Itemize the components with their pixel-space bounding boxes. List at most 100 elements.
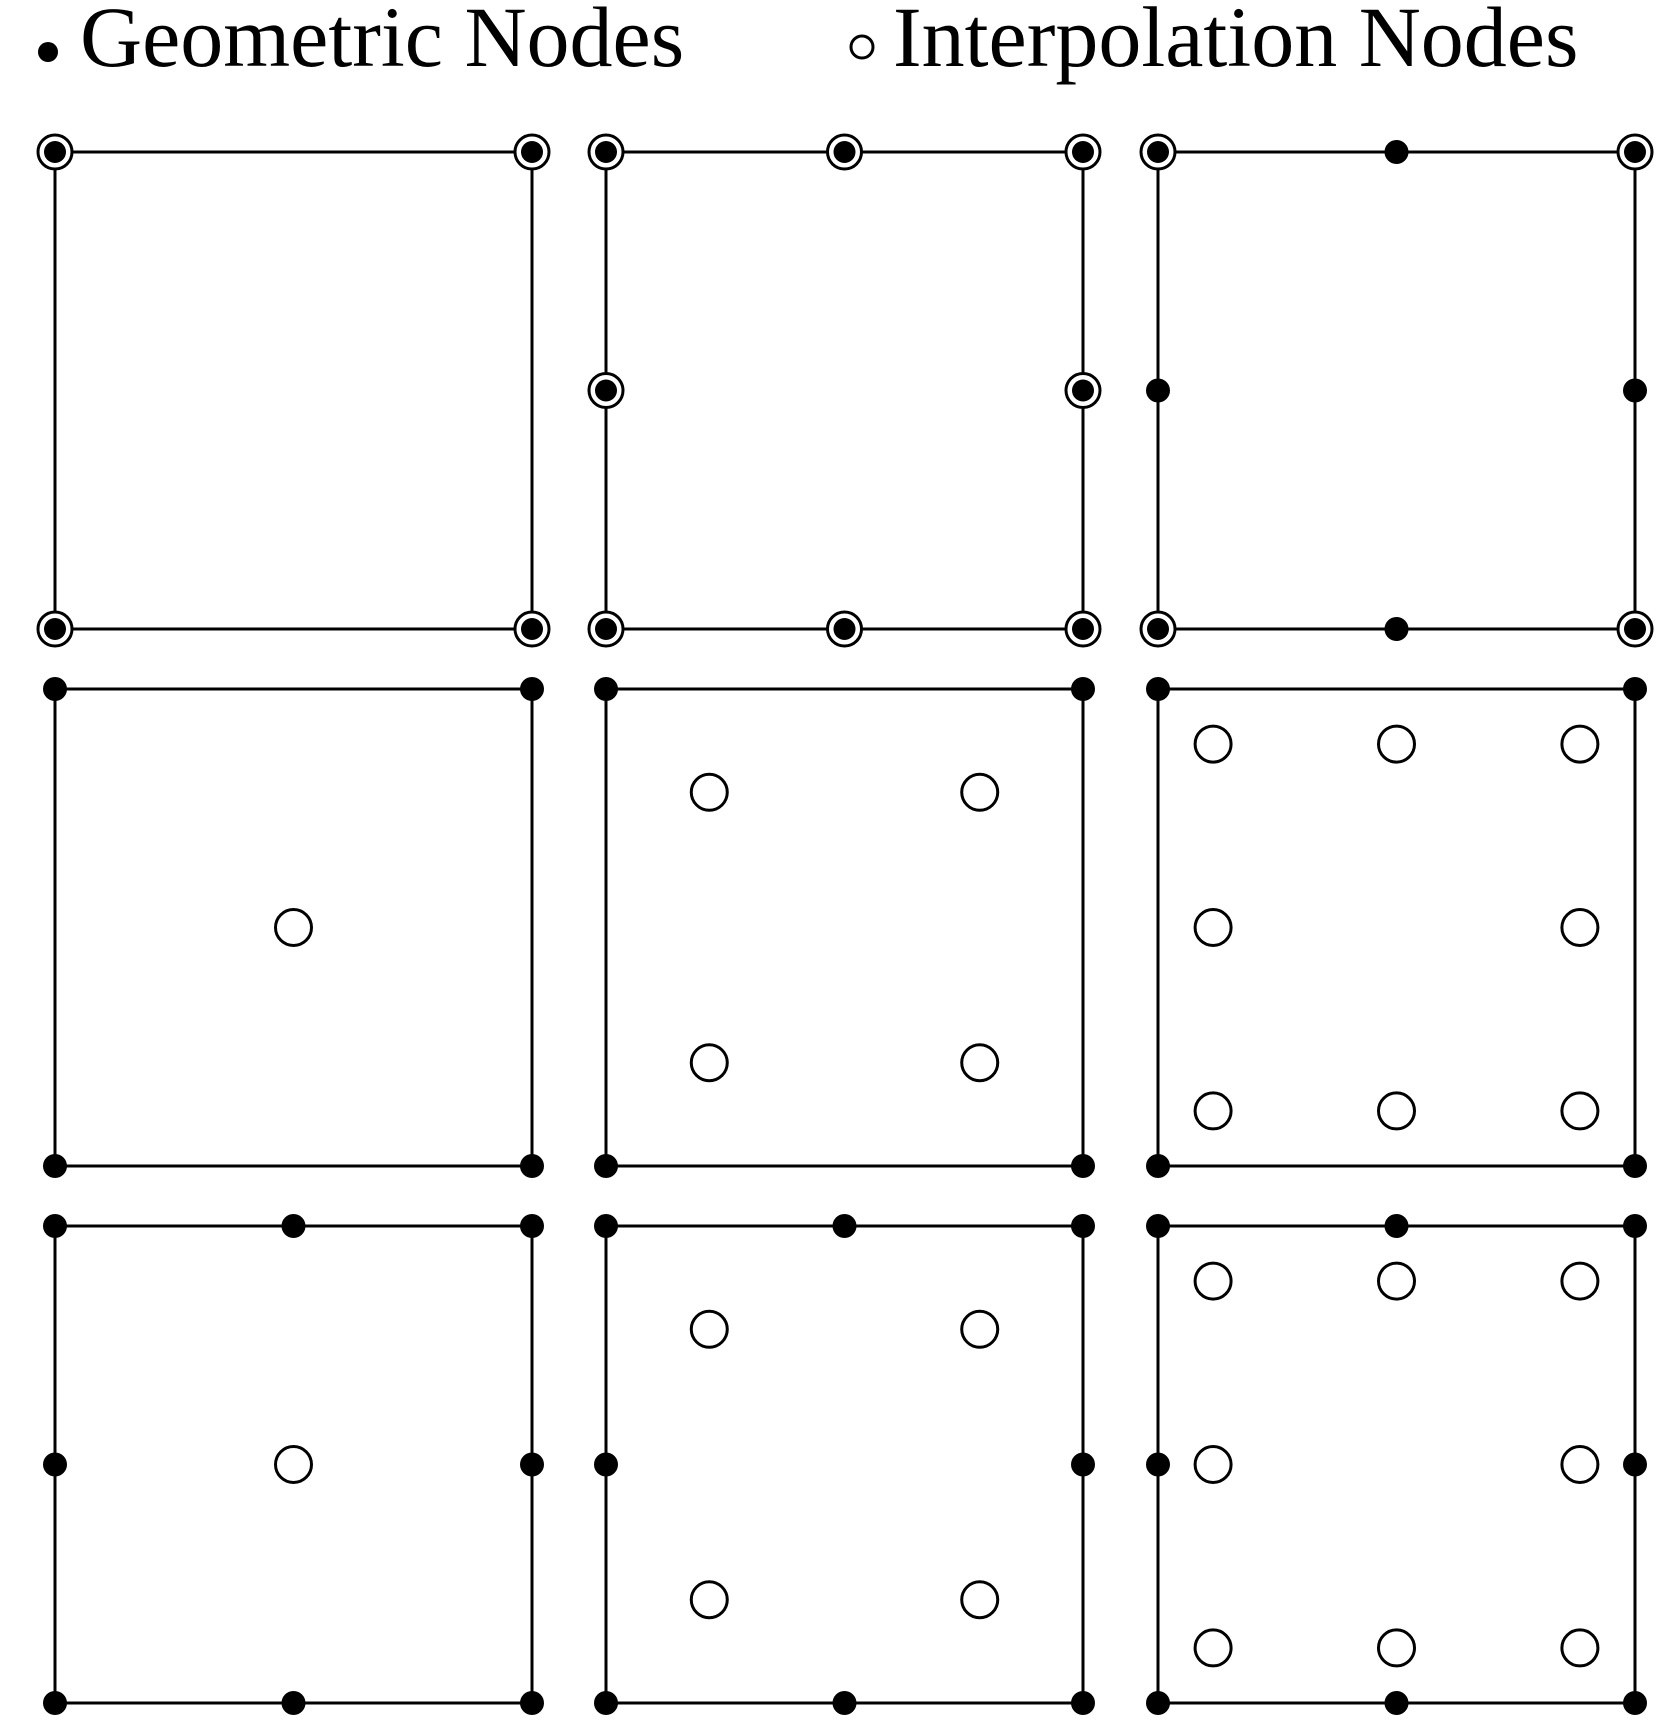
interpolation-node xyxy=(960,1580,1000,1620)
interpolation-node xyxy=(1560,1261,1600,1301)
interpolation-node xyxy=(1193,724,1233,764)
geometric-node xyxy=(1384,1691,1409,1715)
geometric-node xyxy=(1071,1154,1095,1178)
interpolation-node xyxy=(1560,1628,1600,1668)
interpolation-node xyxy=(960,1043,1000,1083)
geometric-node xyxy=(1623,378,1647,403)
geometric-node xyxy=(1623,1214,1647,1238)
geometric-node xyxy=(1623,677,1647,701)
element-boundary xyxy=(604,150,1085,631)
geometric-node xyxy=(594,1691,618,1715)
interpolation-node xyxy=(274,908,313,947)
geometric-node xyxy=(520,1691,544,1715)
geometric-node xyxy=(521,141,543,163)
interpolation-node xyxy=(689,1309,729,1349)
element-panels xyxy=(36,133,1654,1715)
geometric-node xyxy=(1624,618,1646,640)
geometric-node xyxy=(1147,141,1169,163)
element-boundary xyxy=(604,687,1085,1168)
element-panel xyxy=(1139,133,1654,648)
geometric-node xyxy=(594,1154,618,1178)
interpolation-node xyxy=(1560,724,1600,764)
geometric-node xyxy=(1146,1452,1170,1477)
geometric-node xyxy=(1146,1691,1170,1715)
geometric-node xyxy=(43,1691,67,1715)
geometric-node xyxy=(832,1691,857,1715)
geometric-node xyxy=(1384,1214,1409,1238)
geometric-node xyxy=(594,677,618,701)
geometric-node xyxy=(595,141,617,163)
interpolation-node xyxy=(1377,1091,1416,1131)
geometric-node xyxy=(832,1214,857,1238)
interpolation-node xyxy=(1193,1091,1233,1131)
legend-interpolation-marker xyxy=(849,34,875,60)
interpolation-node xyxy=(1193,908,1233,947)
element-panel xyxy=(594,1214,1095,1715)
legend-geometric-marker xyxy=(38,42,58,62)
interpolation-node xyxy=(960,772,1000,812)
interpolation-node xyxy=(1193,1628,1233,1668)
geometric-node xyxy=(43,1452,67,1477)
legend-geometric-label: Geometric Nodes xyxy=(80,0,684,85)
geometric-node xyxy=(1146,1154,1170,1178)
geometric-node xyxy=(1624,141,1646,163)
geometric-node xyxy=(520,1154,544,1178)
geometric-node xyxy=(1623,1154,1647,1178)
geometric-node xyxy=(44,618,66,640)
element-boundary xyxy=(53,150,534,631)
geometric-node xyxy=(43,677,67,701)
geometric-node xyxy=(1384,140,1409,164)
interpolation-node xyxy=(689,1580,729,1620)
geometric-node xyxy=(595,379,617,402)
geometric-node xyxy=(1623,1452,1647,1477)
geometric-node xyxy=(1146,1214,1170,1238)
geometric-node xyxy=(595,618,617,640)
geometric-node xyxy=(520,1214,544,1238)
interpolation-node xyxy=(1193,1445,1233,1484)
geometric-node xyxy=(1623,1691,1647,1715)
geometric-node xyxy=(594,1214,618,1238)
element-boundary xyxy=(604,1224,1085,1705)
element-boundary xyxy=(1156,687,1637,1168)
element-boundary xyxy=(53,687,534,1168)
element-boundary xyxy=(1156,150,1637,631)
interpolation-node xyxy=(1560,1091,1600,1131)
geometric-node xyxy=(1384,617,1409,641)
interpolation-node xyxy=(1377,1628,1416,1668)
geometric-node xyxy=(521,618,543,640)
element-panel xyxy=(36,133,551,648)
geometric-node xyxy=(1146,677,1170,701)
element-panel xyxy=(587,133,1102,648)
geometric-node xyxy=(43,1154,67,1178)
interpolation-node xyxy=(1377,1261,1416,1301)
legend: Geometric Nodes Interpolation Nodes xyxy=(38,0,1578,85)
interpolation-node xyxy=(1193,1261,1233,1301)
geometric-node xyxy=(281,1691,306,1715)
geometric-node xyxy=(833,618,856,640)
geometric-node xyxy=(43,1214,67,1238)
geometric-node xyxy=(1072,618,1094,640)
geometric-node xyxy=(833,141,856,163)
geometric-node xyxy=(594,1452,618,1477)
geometric-node xyxy=(1147,618,1169,640)
interpolation-node xyxy=(274,1445,313,1484)
element-panel xyxy=(1146,677,1647,1178)
interpolation-node xyxy=(960,1309,1000,1349)
geometric-node xyxy=(1146,378,1170,403)
geometric-node xyxy=(281,1214,306,1238)
element-panel xyxy=(43,1214,544,1715)
geometric-node xyxy=(1071,677,1095,701)
interpolation-node xyxy=(1560,1445,1600,1484)
legend-interpolation-label: Interpolation Nodes xyxy=(893,0,1578,85)
geometric-node xyxy=(520,1452,544,1477)
geometric-node xyxy=(1071,1214,1095,1238)
interpolation-node xyxy=(689,772,729,812)
interpolation-node xyxy=(1560,908,1600,947)
interpolation-node xyxy=(1377,724,1416,764)
geometric-node xyxy=(1072,379,1094,402)
element-panel xyxy=(43,677,544,1178)
geometric-node xyxy=(1071,1691,1095,1715)
geometric-node xyxy=(1072,141,1094,163)
geometric-node xyxy=(520,677,544,701)
